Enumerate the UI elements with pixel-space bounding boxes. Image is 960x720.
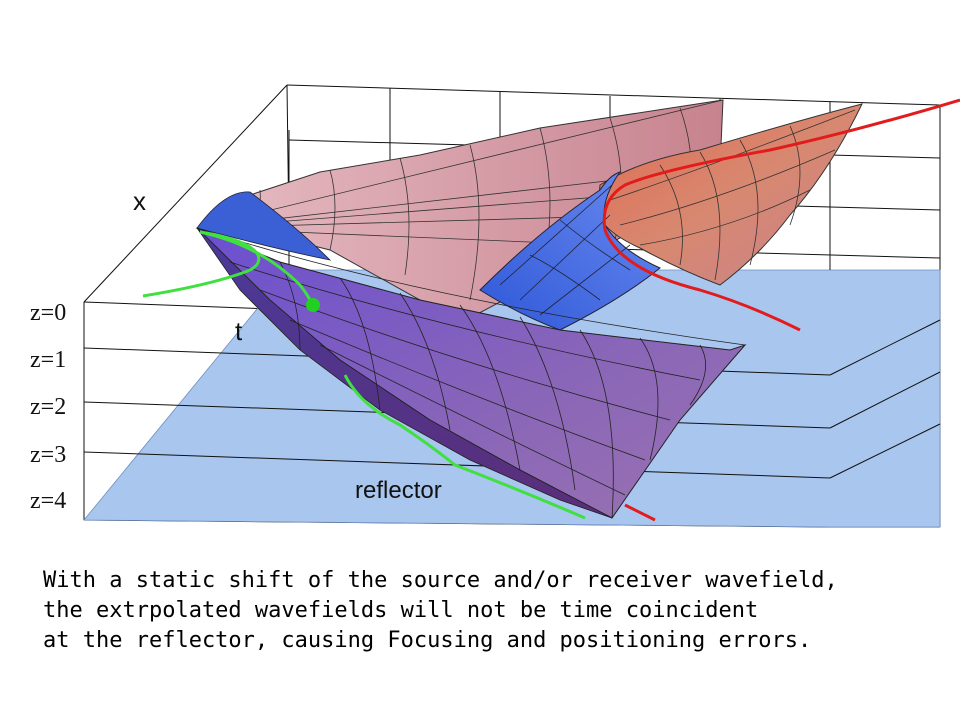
green-source-curve (142, 230, 314, 306)
x-axis-label: x (133, 186, 146, 216)
depth-label-z4: z=4 (30, 488, 66, 514)
purple-wavefield-surface (196, 227, 747, 519)
depth-label-z0: z=0 (30, 300, 66, 326)
depth-label-z2: z=2 (30, 394, 66, 420)
red-reflector-segment (624, 503, 656, 522)
caption-line-2: the extrpolated wavefields will not be t… (43, 598, 759, 623)
green-point-marker (306, 298, 320, 312)
caption-text: With a static shift of the source and/or… (43, 566, 943, 656)
red-wavefront-curve (602, 98, 960, 332)
reflector-label: reflector (355, 477, 442, 504)
receiver-wavefield-surface (597, 103, 863, 286)
depth-label-z1: z=1 (30, 347, 66, 373)
green-reflector-curve (343, 374, 586, 520)
caption-line-3: at the reflector, causing Focusing and p… (43, 628, 812, 653)
blue-left-wedge (196, 191, 332, 261)
t-axis-label: t (235, 316, 243, 346)
caption-line-1: With a static shift of the source and/or… (43, 568, 838, 593)
depth-label-z3: z=3 (30, 442, 66, 468)
